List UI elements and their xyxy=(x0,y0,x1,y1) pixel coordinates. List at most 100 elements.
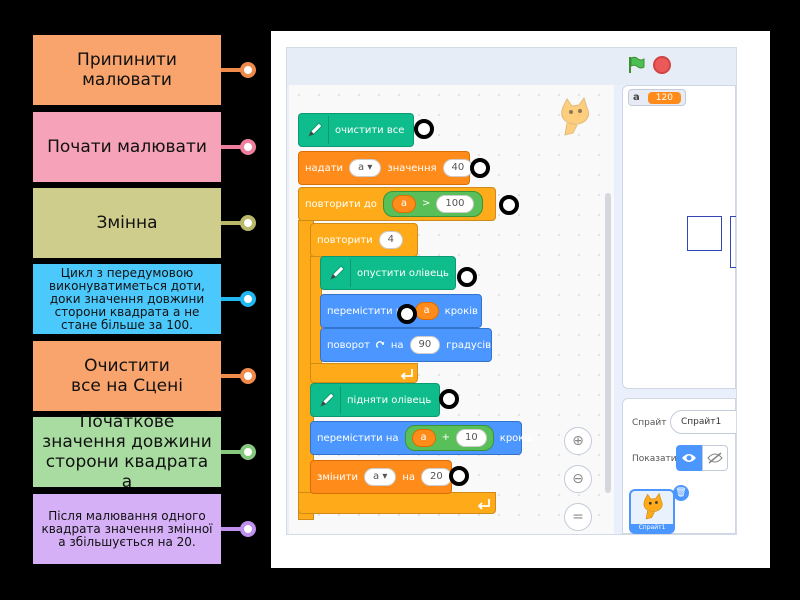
answer-card[interactable]: Очистити все на Сцені xyxy=(33,341,256,411)
answer-marker[interactable] xyxy=(449,466,469,486)
turn-right-icon xyxy=(375,341,385,349)
answer-marker[interactable] xyxy=(414,119,434,139)
card-connector-dot[interactable] xyxy=(240,521,256,537)
answer-card[interactable]: Почати малювати xyxy=(33,112,256,182)
monitor-name: a xyxy=(633,92,640,103)
answer-card[interactable]: Початкове значення довжини сторони квадр… xyxy=(33,412,256,492)
block-label: поворот xyxy=(327,339,370,351)
card-connector-dot[interactable] xyxy=(240,215,256,231)
block-label: кроків xyxy=(499,432,533,444)
repeat-foot xyxy=(310,363,418,383)
operator-block[interactable]: a + 10 xyxy=(404,425,494,451)
card-connector-dot[interactable] xyxy=(240,139,256,155)
value-input[interactable]: 4 xyxy=(378,231,404,249)
trash-icon[interactable]: 🗑 xyxy=(673,485,689,501)
hide-button[interactable] xyxy=(702,445,728,471)
sprite-thumbnail[interactable]: Спрайт1 xyxy=(629,489,675,534)
answer-marker[interactable] xyxy=(457,267,477,287)
cat-sprite-icon xyxy=(643,493,663,520)
answer-card[interactable]: Змінна xyxy=(33,188,256,258)
scratch-screenshot: a 120 очистити все надати a ▾ значення 4… xyxy=(287,48,736,534)
block-label: надати xyxy=(305,162,344,174)
block-label: змінити xyxy=(317,471,359,483)
value-input[interactable]: 100 xyxy=(436,195,474,213)
pen-icon xyxy=(323,259,351,287)
answer-card[interactable]: Припинити малювати xyxy=(33,35,256,105)
sprite-caption: Спрайт1 xyxy=(631,524,673,532)
code-scrollbar[interactable] xyxy=(605,193,611,493)
variable-dropdown[interactable]: a ▾ xyxy=(364,468,397,486)
block-label: на xyxy=(390,339,404,351)
value-input[interactable]: 20 xyxy=(421,468,452,486)
eye-off-icon xyxy=(707,452,723,464)
answer-marker[interactable] xyxy=(499,195,519,215)
block-pen-up[interactable]: підняти олівець xyxy=(310,383,440,417)
value-input[interactable]: 40 xyxy=(442,159,474,177)
show-label: Показати xyxy=(632,454,677,464)
block-set-variable[interactable]: надати a ▾ значення 40 xyxy=(298,151,474,185)
block-turn[interactable]: поворот на 90 градусів xyxy=(320,328,492,362)
answer-card-text: Після малювання одного квадрата значення… xyxy=(41,508,213,549)
answer-marker[interactable] xyxy=(397,304,417,324)
card-connector xyxy=(221,297,243,301)
operator-label: > xyxy=(422,198,431,209)
variable-dropdown[interactable]: a ▾ xyxy=(349,159,382,177)
pen-icon xyxy=(313,386,341,414)
answer-card-text: Почати малювати xyxy=(47,137,207,157)
sprite-caption-text: Спрайт1 xyxy=(638,524,666,531)
card-connector xyxy=(221,374,243,378)
block-label: значення xyxy=(387,162,437,174)
variable-reporter[interactable]: a xyxy=(411,429,436,447)
answer-card[interactable]: Після малювання одного квадрата значення… xyxy=(33,494,256,564)
variable-reporter[interactable]: a xyxy=(391,195,417,213)
operator-label: + xyxy=(441,432,451,443)
sprite-name: Спрайт1 xyxy=(681,417,722,427)
block-label: опустити олівець xyxy=(357,267,449,279)
block-clear[interactable]: очистити все xyxy=(298,113,414,147)
block-pen-down[interactable]: опустити олівець xyxy=(320,256,456,290)
answer-card-text: Припинити малювати xyxy=(77,50,177,90)
zoom-in-icon[interactable]: ⊕ xyxy=(564,427,592,455)
green-flag-icon[interactable] xyxy=(626,55,646,75)
stop-icon[interactable] xyxy=(653,56,671,74)
answer-card-text: Початкове значення довжини сторони квадр… xyxy=(42,412,212,492)
card-connector xyxy=(221,221,243,225)
variable-reporter[interactable]: a xyxy=(414,302,439,320)
loop-arrow-icon xyxy=(400,369,413,380)
card-connector-dot[interactable] xyxy=(240,444,256,460)
card-connector-dot[interactable] xyxy=(240,291,256,307)
loop-arrow-icon xyxy=(477,499,490,510)
zoom-reset-icon[interactable]: = xyxy=(564,503,592,531)
card-connector xyxy=(221,145,243,149)
variable-monitor: a 120 xyxy=(628,89,686,106)
answer-marker[interactable] xyxy=(470,158,490,178)
card-connector-dot[interactable] xyxy=(240,62,256,78)
show-button[interactable] xyxy=(676,445,702,471)
zoom-out-icon[interactable]: ⊖ xyxy=(564,465,592,493)
card-connector-dot[interactable] xyxy=(240,368,256,384)
block-label: перемістити на xyxy=(327,305,409,317)
block-repeat-until[interactable]: повторити до a > 100 xyxy=(298,187,496,221)
condition-block[interactable]: a > 100 xyxy=(382,191,483,217)
monitor-value: 120 xyxy=(647,91,681,104)
block-change-variable[interactable]: змінити a ▾ на 20 xyxy=(310,460,452,494)
cat-sprite-icon xyxy=(561,97,590,136)
repeat-until-foot xyxy=(298,492,496,514)
answer-card-text: Цикл з передумовою виконуватиметься доти… xyxy=(49,265,205,332)
pen-icon xyxy=(301,116,329,144)
block-repeat[interactable]: повторити 4 xyxy=(310,223,418,257)
value-input[interactable]: 10 xyxy=(456,429,487,447)
stage xyxy=(622,85,736,389)
answer-marker[interactable] xyxy=(439,389,459,409)
block-label: повторити до xyxy=(305,198,377,210)
block-move-sum[interactable]: перемістити на a + 10 кроків xyxy=(310,421,533,455)
sprite-name-input[interactable]: Спрайт1 xyxy=(670,410,736,434)
eye-icon xyxy=(682,454,696,462)
block-label: підняти олівець xyxy=(347,394,432,406)
answer-card-text: Змінна xyxy=(96,213,158,233)
value-input[interactable]: 90 xyxy=(409,336,441,354)
card-connector xyxy=(221,527,243,531)
answer-card[interactable]: Цикл з передумовою виконуватиметься доти… xyxy=(33,264,256,334)
card-connector xyxy=(221,68,243,72)
sprite-label: Спрайт xyxy=(632,418,667,428)
